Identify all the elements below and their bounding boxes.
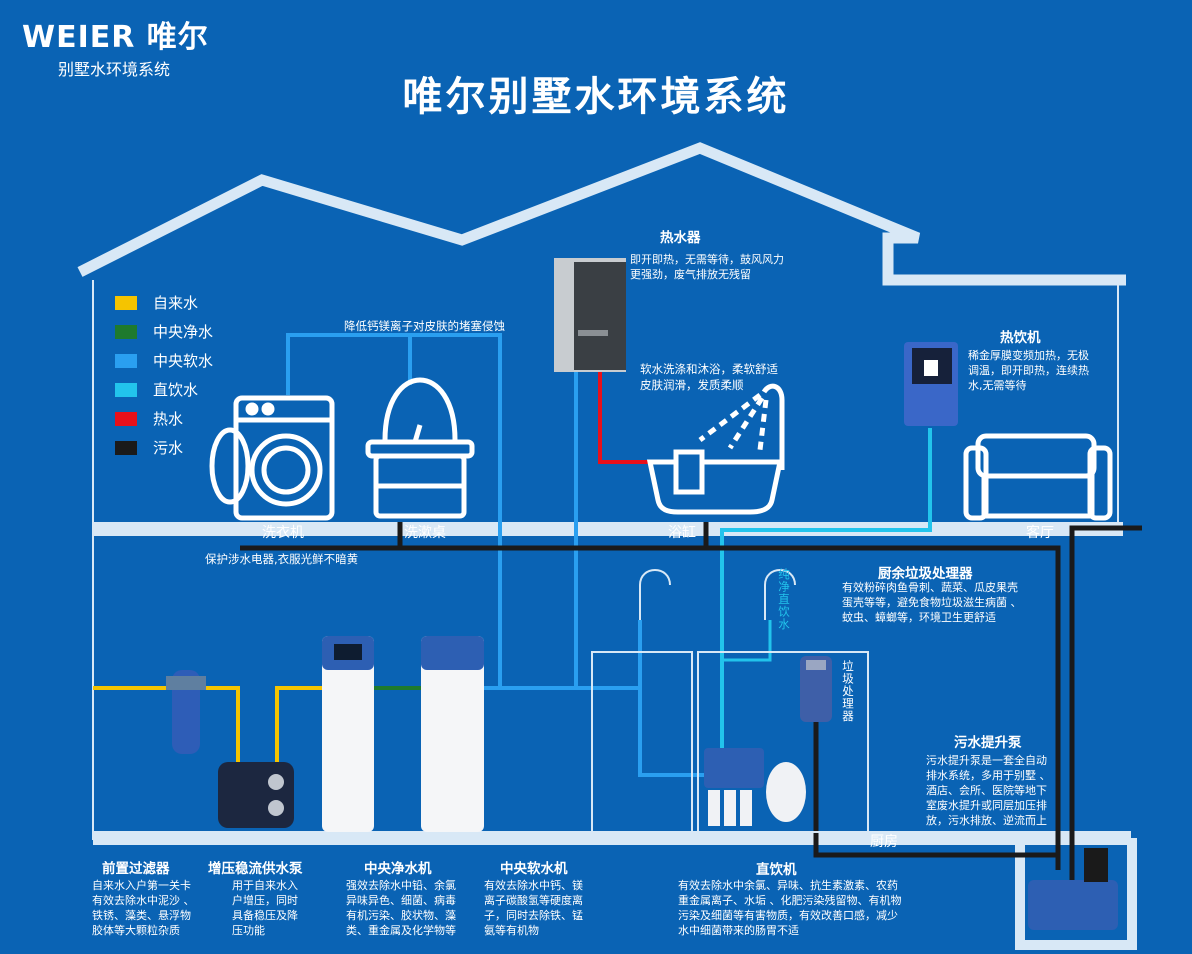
legend-item: 污水: [115, 433, 213, 462]
page-title: 唯尔别墅水环境系统: [402, 74, 790, 120]
drinker-title: 直饮机: [756, 862, 797, 878]
washbasin-icon: [365, 377, 475, 519]
legend-swatch: [115, 382, 137, 397]
soft-water-pipe-main: [286, 333, 502, 690]
hot-dispenser-icon: [904, 342, 958, 426]
water-heater-icon: [554, 258, 626, 372]
legend-swatch: [115, 440, 137, 455]
sewage-pipe-upper: [240, 545, 1061, 870]
room-label-living: 客厅: [1026, 525, 1054, 541]
note-disposer: 垃圾处理器: [841, 660, 855, 723]
note-pure-water: 纯净直饮水: [777, 568, 791, 631]
hot-dispenser-title: 热饮机: [1000, 330, 1041, 346]
booster-pump-device-icon: [218, 762, 294, 828]
ro-drinker-icon: [704, 748, 806, 826]
sofa-icon: [963, 433, 1113, 521]
legend-item: 热水: [115, 404, 213, 433]
hot-dispenser-desc: 稀金厚膜变频加热，无极 调温，即开即热，连续热 水,无需等待: [968, 349, 1089, 392]
purifier-title: 中央净水机: [364, 861, 432, 877]
heater-desc: 即开即热，无需等待，鼓风风力 更强劲，废气排放无残留: [630, 253, 784, 281]
tap-water-pipe: [93, 686, 240, 770]
softener-tank-icon: [421, 636, 484, 832]
legend-item: 自来水: [115, 288, 213, 317]
disposer-title: 厨余垃圾处理器: [878, 566, 973, 582]
disposer-desc: 有效粉碎肉鱼骨刺、蔬菜、瓜皮果壳 蛋壳等等，避免食物垃圾滋生病菌 、 蚊虫、蟑螂…: [842, 581, 1022, 624]
lift-pump-desc: 污水提升泵是一套全自动 排水系统，多用于别墅 、 酒店、会所、医院等地下 室废水…: [926, 754, 1051, 827]
legend: 自来水 中央净水 中央软水 直饮水 热水 污水: [115, 288, 213, 462]
kitchen-counter-icon: [591, 569, 869, 833]
tap-water-pipe-2: [275, 686, 322, 770]
purifier-tank-icon: [322, 636, 374, 832]
softener-title: 中央软水机: [500, 861, 568, 877]
booster-title: 增压稳流供水泵: [208, 861, 303, 877]
note-bath: 软水洗涤和沐浴，柔软舒适 皮肤润滑，发质柔顺: [640, 362, 778, 392]
legend-swatch: [115, 411, 137, 426]
sewage-pipe-right: [1069, 525, 1142, 880]
room-label-kitchen: 厨房: [870, 834, 898, 850]
prefilter-title: 前置过滤器: [102, 861, 170, 877]
legend-item: 中央净水: [115, 317, 213, 346]
brand-logo: WEIER 唯尔: [22, 20, 209, 55]
room-label-washbasin: 洗漱桌: [404, 525, 446, 541]
garbage-disposer-icon: [800, 656, 832, 722]
drinking-water-tap: [722, 620, 772, 662]
prefilter-desc: 自来水入户第一关卡 有效去除水中泥沙 、 铁锈、藻类、悬浮物 胶体等大颗粒杂质: [92, 879, 195, 937]
legend-swatch: [115, 324, 137, 339]
softener-desc: 有效去除水中钙、镁 离子碳酸氢等硬度离 子，同时去除铁、锰 氨等有机物: [484, 879, 583, 937]
prefilter-device-icon: [166, 670, 206, 754]
lower-floor: [93, 831, 1131, 845]
soft-water-kitchen: [576, 686, 705, 777]
basement-pit: [1015, 838, 1137, 950]
room-label-bathtub: 浴缸: [668, 525, 696, 541]
upper-floor: [93, 522, 1123, 536]
lift-pump-title: 污水提升泵: [954, 735, 1022, 751]
note-skin: 降低钙镁离子对皮肤的堵塞侵蚀: [344, 319, 505, 333]
brand-subtitle: 别墅水环境系统: [58, 60, 171, 79]
drinking-water-pipe: [720, 428, 932, 750]
bathtub-icon: [646, 383, 785, 515]
heater-title: 热水器: [660, 230, 701, 246]
note-appliance: 保护涉水电器,衣服光鲜不暗黄: [205, 552, 359, 566]
legend-swatch: [115, 295, 137, 310]
drinker-desc: 有效去除水中余氯、异味、抗生素激素、农药 重金属离子、水垢 、化肥污染残留物、有…: [678, 879, 902, 937]
legend-swatch: [115, 353, 137, 368]
legend-item: 直饮水: [115, 375, 213, 404]
booster-desc: 用于自来水入 户增压，同时 具备稳压及降 压功能: [232, 879, 298, 937]
lift-pump-icon: [1028, 848, 1118, 930]
legend-item: 中央软水: [115, 346, 213, 375]
washing-machine-icon: [209, 395, 335, 521]
sewage-pipe-kitchen: [813, 720, 1058, 858]
purifier-desc: 强效去除水中铅、余氯 异味异色、细菌、病毒 有机污染、胶状物、藻 类、重金属及化…: [346, 879, 456, 937]
house-roof: [77, 142, 1126, 286]
room-label-laundry: 洗衣机: [262, 525, 304, 541]
